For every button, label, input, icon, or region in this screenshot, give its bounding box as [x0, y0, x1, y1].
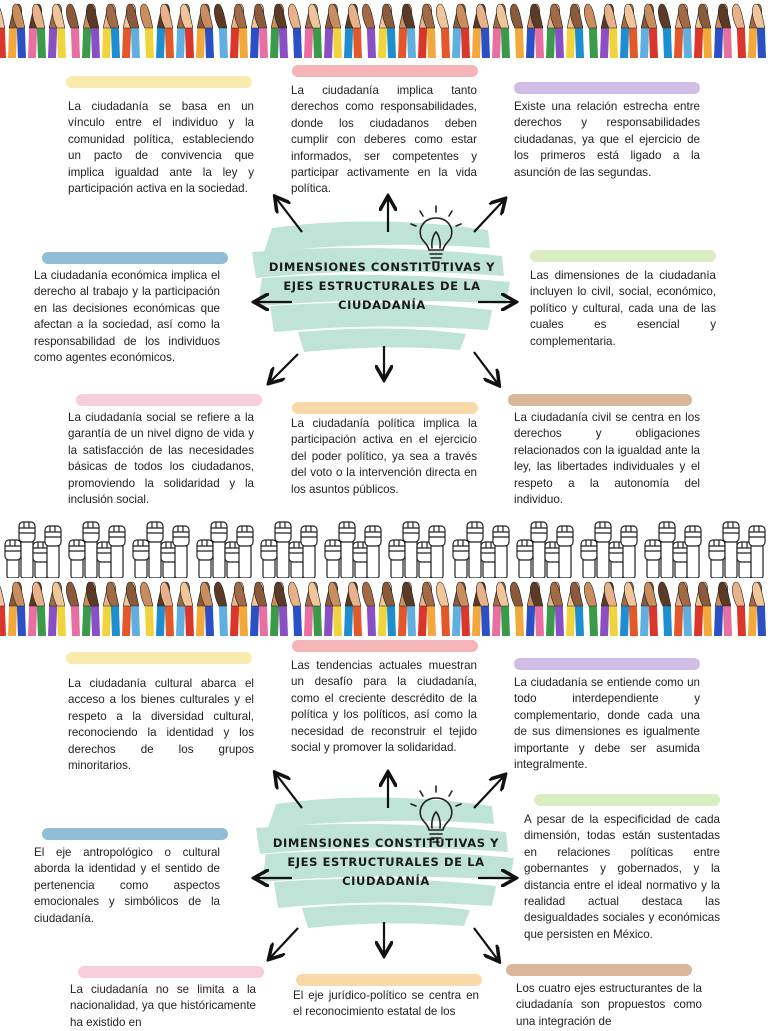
raised-hands-group — [214, 581, 288, 636]
arrow-up-right — [473, 200, 504, 233]
raised-fist-group — [452, 521, 510, 578]
highlight-bar — [66, 76, 252, 88]
raised-hands-group — [66, 581, 140, 636]
raised-hands-group — [584, 581, 658, 636]
raised-hands-group — [732, 3, 766, 58]
raised-hands-group — [436, 3, 510, 58]
card-text: La ciudadanía civil se centra en los der… — [514, 411, 700, 507]
card-text: Existe una relación estrecha entre derec… — [514, 100, 700, 179]
raised-hands-group — [140, 3, 214, 58]
card-text: La ciudadanía económica implica el derec… — [34, 269, 220, 365]
highlight-bar — [514, 658, 700, 670]
arrow-down-left — [270, 353, 299, 382]
central-title-block: DIMENSIONES CONSTITUTIVAS Y EJES ESTRUCT… — [252, 205, 512, 362]
card-text: El eje antropológico o cultural aborda l… — [34, 846, 220, 925]
raised-hands-group — [510, 3, 584, 58]
highlight-bar — [42, 828, 228, 840]
raised-fist-group — [324, 521, 382, 578]
raised-fist-group — [260, 521, 318, 578]
raised-hands-group — [510, 581, 584, 636]
highlight-bar — [530, 250, 716, 262]
raised-fist-group — [516, 521, 574, 578]
card-text: Las dimensiones de la ciudadanía incluye… — [530, 269, 716, 348]
highlight-bar — [76, 394, 262, 406]
central-title: DIMENSIONES CONSTITUTIVAS Y EJES ESTRUCT… — [272, 836, 500, 888]
raised-fist-group — [388, 521, 446, 578]
highlight-bar — [292, 640, 478, 652]
raised-hands-group — [288, 3, 362, 58]
highlight-bar — [292, 402, 478, 414]
raised-fist-group — [580, 521, 638, 578]
card-text: La ciudadanía se basa en un vínculo entr… — [68, 100, 254, 196]
mint-brush-background — [252, 221, 510, 352]
highlight-bar — [514, 82, 700, 94]
highlight-bar — [292, 65, 478, 77]
lightbulb-icon — [410, 785, 462, 843]
raised-fist-group — [644, 521, 702, 578]
mint-brush-background — [256, 797, 514, 928]
raised-hands-group — [66, 3, 140, 58]
highlight-bar — [42, 252, 228, 264]
arrow-down-right — [473, 927, 498, 960]
raised-fist-group — [196, 521, 254, 578]
raised-fist-group — [708, 521, 766, 578]
hands-border-top — [0, 0, 768, 58]
highlight-bar — [506, 964, 692, 976]
card-text: La ciudadanía social se refiere a la gar… — [68, 411, 254, 507]
arrow-up-left — [276, 774, 303, 809]
raised-hands-group — [214, 3, 288, 58]
arrow-up-right — [473, 776, 504, 809]
card-text: El eje jurídico-político se centra en el… — [293, 989, 479, 1019]
raised-hands-group — [584, 3, 658, 58]
card-text: Las tendencias actuales muestran un desa… — [291, 659, 477, 755]
raised-hands-group — [658, 581, 732, 636]
card-text: A pesar de la especificidad de cada dime… — [524, 813, 720, 941]
arrow-down-right — [473, 351, 498, 384]
arrow-up-left — [276, 198, 303, 233]
hands-border-middle — [0, 578, 768, 636]
card-text: La ciudadanía política implica la partic… — [291, 417, 477, 496]
highlight-bar — [78, 966, 264, 978]
central-title-block: DIMENSIONES CONSTITUTIVAS Y EJES ESTRUCT… — [256, 785, 516, 940]
raised-hands-group — [0, 581, 66, 636]
card-text: La ciudadanía se entiende como un todo i… — [514, 676, 700, 772]
highlight-bar — [508, 394, 692, 406]
raised-hands-group — [362, 581, 436, 636]
fists-border — [0, 516, 768, 578]
raised-hands-group — [140, 581, 214, 636]
highlight-bar — [66, 652, 252, 664]
card-text: La ciudadanía implica tanto derechos com… — [291, 84, 477, 196]
raised-hands-group — [658, 3, 732, 58]
lightbulb-icon — [410, 205, 462, 263]
raised-fist-group — [4, 521, 62, 578]
raised-hands-group — [0, 3, 66, 58]
card-text: La ciudadanía cultural abarca el acceso … — [68, 677, 254, 773]
raised-fist-group — [68, 521, 126, 578]
raised-fist-group — [132, 521, 190, 578]
central-title: DIMENSIONES CONSTITUTIVAS Y EJES ESTRUCT… — [268, 260, 496, 312]
raised-hands-group — [362, 3, 436, 58]
highlight-bar — [534, 794, 720, 806]
raised-hands-group — [732, 581, 766, 636]
raised-hands-group — [288, 581, 362, 636]
highlight-bar — [296, 974, 482, 986]
raised-hands-group — [436, 581, 510, 636]
arrow-down-left — [270, 927, 299, 958]
